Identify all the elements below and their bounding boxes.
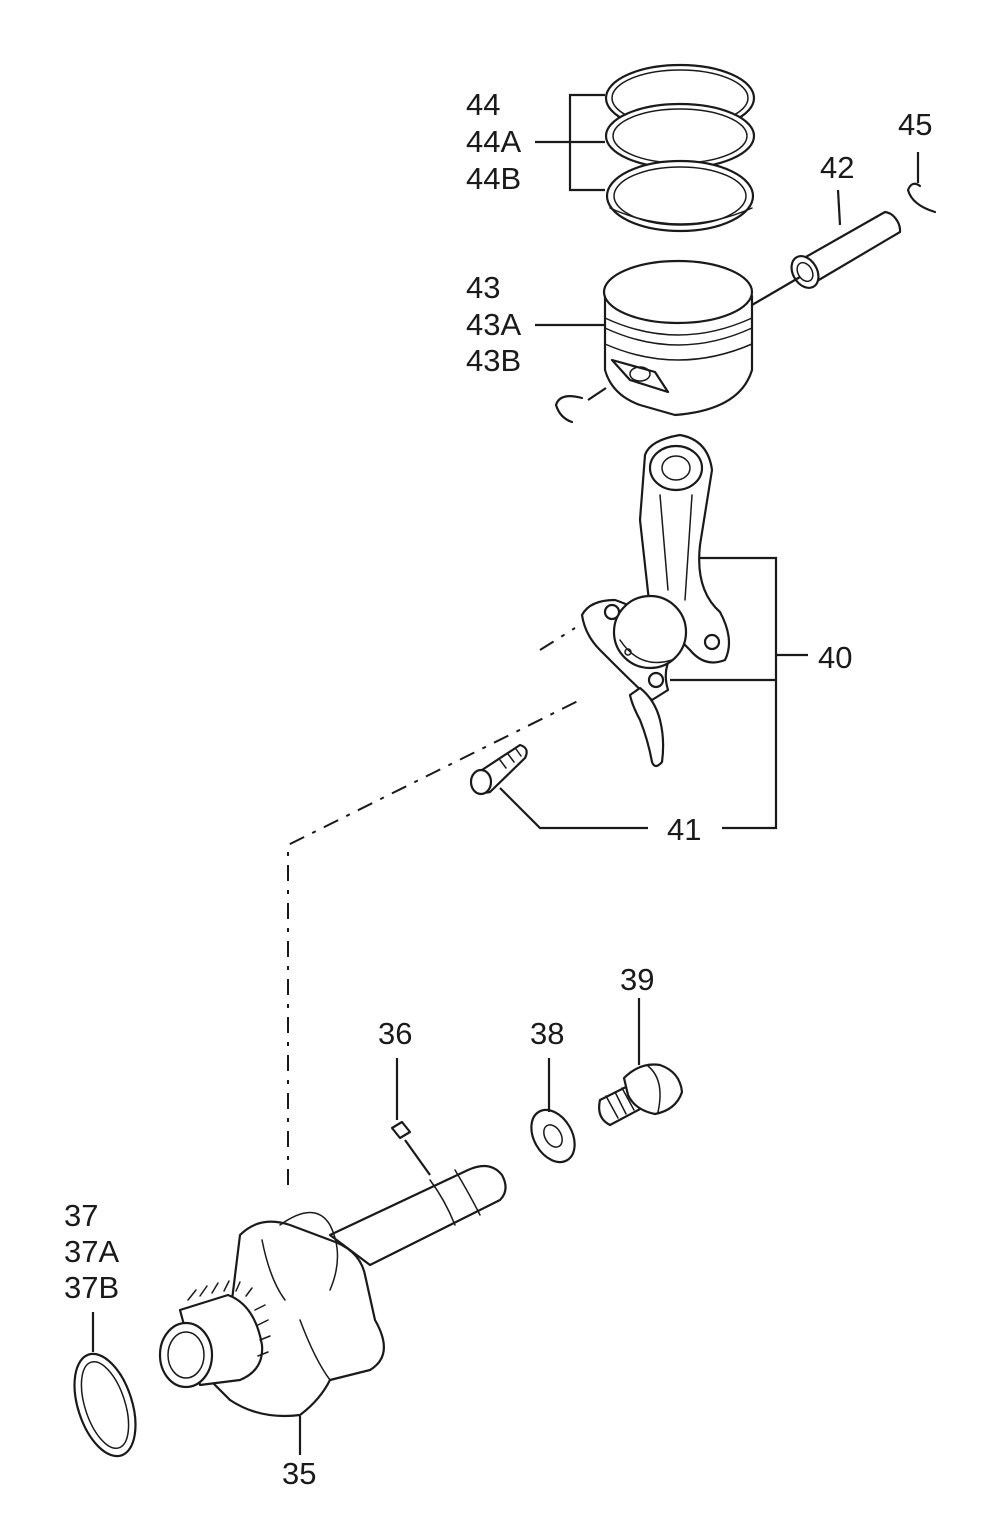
- callout-45: 45: [898, 107, 932, 142]
- callout-44: 44: [466, 87, 500, 122]
- assembly-dash-line-bearing: [539, 627, 576, 651]
- callout-43: 43: [466, 270, 500, 305]
- callout-40: 40: [818, 640, 852, 675]
- callout-43b: 43B: [466, 343, 521, 378]
- crankshaft[interactable]: [158, 1164, 507, 1418]
- piston-pin[interactable]: [786, 210, 902, 293]
- callout-36: 36: [378, 1016, 412, 1051]
- circlip-upper[interactable]: [906, 182, 937, 214]
- o-ring-seal[interactable]: [63, 1346, 147, 1463]
- woodruff-key[interactable]: [390, 1120, 412, 1140]
- piston-rings[interactable]: [604, 63, 756, 233]
- assembly-dash-line: [287, 699, 581, 1185]
- callout-38: 38: [530, 1016, 564, 1051]
- crankshaft-bolt[interactable]: [598, 1063, 684, 1127]
- piston[interactable]: [602, 259, 754, 417]
- callout-35: 35: [282, 1456, 316, 1491]
- callout-37b: 37B: [64, 1270, 119, 1305]
- callout-44b: 44B: [466, 161, 521, 196]
- rod-bolt[interactable]: [469, 743, 528, 796]
- callout-43a: 43A: [466, 307, 521, 342]
- callout-42: 42: [820, 150, 854, 185]
- callout-39: 39: [620, 962, 654, 997]
- callout-37: 37: [64, 1198, 98, 1233]
- callout-37a: 37A: [64, 1234, 119, 1269]
- callout-44a: 44A: [466, 124, 521, 159]
- connecting-rod[interactable]: [580, 433, 731, 768]
- callout-41: 41: [667, 812, 701, 847]
- leader-lines: [91, 93, 920, 1455]
- circlip-lower[interactable]: [554, 395, 584, 424]
- washer[interactable]: [523, 1102, 584, 1169]
